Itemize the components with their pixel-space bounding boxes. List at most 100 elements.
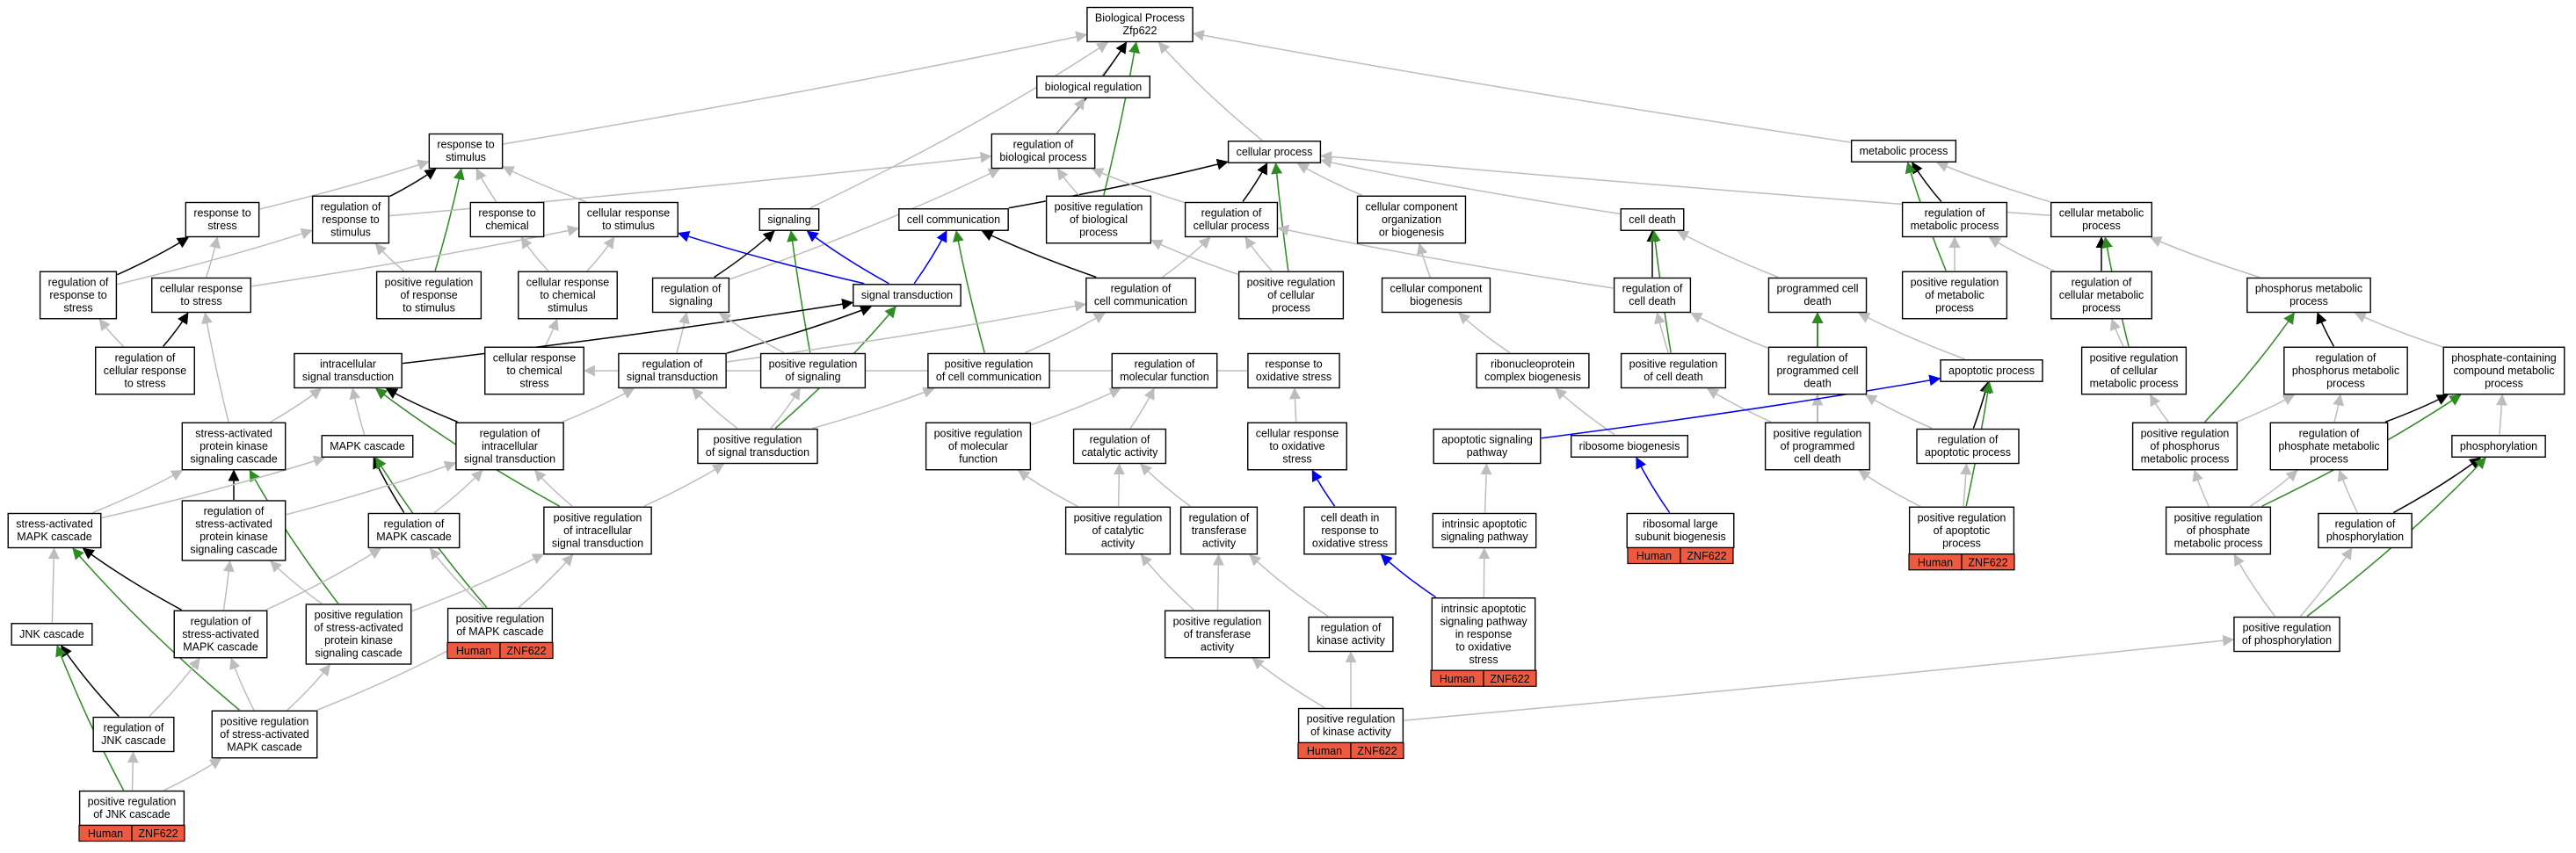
term-node-phosphorylation[interactable]: phosphorylation: [2451, 435, 2546, 458]
term-label-line: of signaling: [785, 371, 840, 383]
edge-cell_resp_stress-to-resp_stress: [206, 236, 221, 278]
term-label-line: positive regulation: [945, 358, 1034, 371]
edge-intr_apop-to-apop_sig: [1480, 463, 1492, 513]
term-box: [95, 346, 195, 395]
edge-pos_reg_cat-to-reg_cat: [1113, 463, 1125, 507]
edge-sapk-to-cell_resp_stress: [201, 312, 229, 423]
term-node-signaling[interactable]: signaling: [758, 208, 820, 231]
term-node-metab[interactable]: metabolic process: [1850, 140, 1957, 163]
term-node-cellproc[interactable]: cellular process: [1227, 141, 1322, 163]
term-box: [651, 277, 730, 314]
term-node-sig_trans[interactable]: signal transduction: [853, 284, 961, 307]
term-node-cell_death[interactable]: cell death: [1620, 208, 1685, 231]
term-label-line: positive regulation: [554, 511, 642, 524]
term-node-cell_comm[interactable]: cell communication: [898, 208, 1009, 231]
term-node-ribo_bio[interactable]: ribosome biogenesis: [1570, 435, 1689, 458]
term-label-line: regulation of: [1321, 622, 1382, 634]
term-box: [1916, 428, 2020, 465]
term-node-bioreg[interactable]: biological regulation: [1036, 76, 1150, 98]
term-label-line: oxidative stress: [1312, 537, 1388, 549]
term-box: [2269, 422, 2389, 471]
term-node-mapk[interactable]: MAPK cascade: [321, 435, 414, 458]
edge-pos_reg_resp_stim-to-respstim: [434, 168, 465, 271]
term-box: [181, 422, 287, 471]
term-node-jnk[interactable]: JNK cascade: [11, 623, 93, 646]
term-node-apop[interactable]: apoptotic process: [1940, 359, 2043, 382]
